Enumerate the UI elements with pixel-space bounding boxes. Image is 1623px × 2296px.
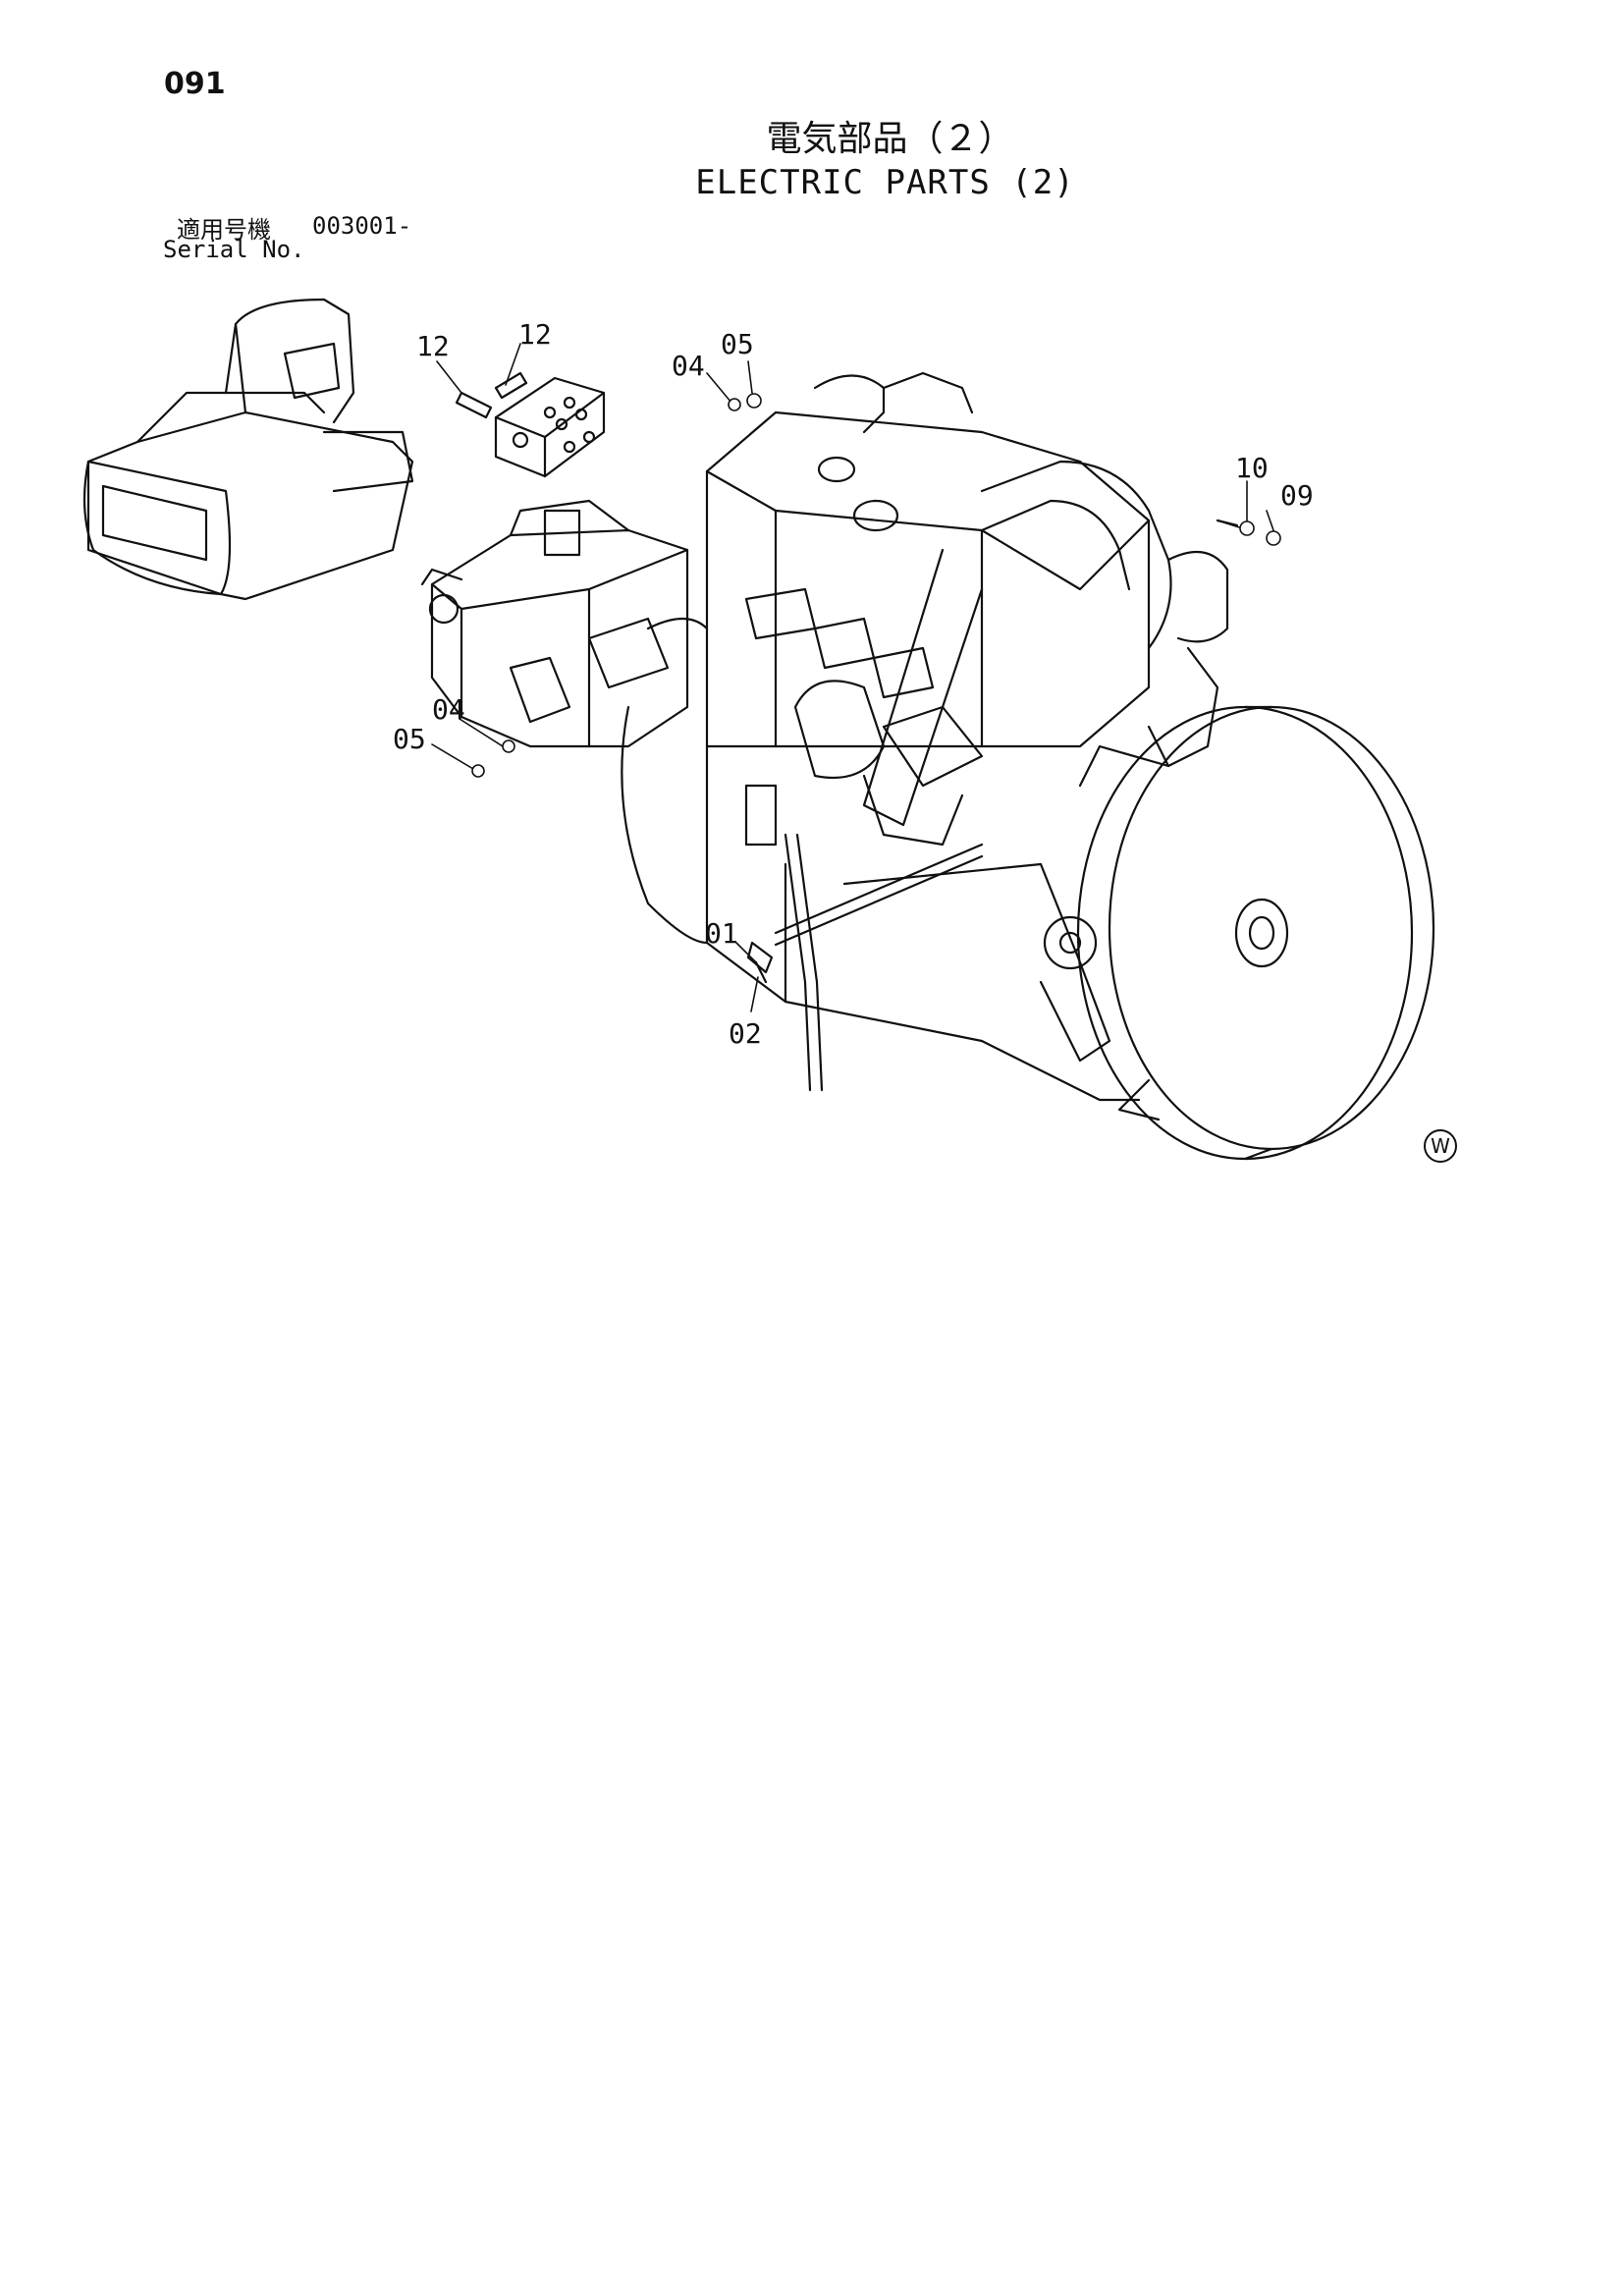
serial-label-english: Serial No. <box>163 236 305 263</box>
w-symbol-mark: W <box>1424 1129 1457 1163</box>
serial-label-japanese: 適用号機 <box>177 216 271 244</box>
callout-05-top: 05 <box>721 328 754 360</box>
flywheel-disk <box>1076 705 1435 1161</box>
callout-05-left: 05 <box>393 723 426 755</box>
callout-12-right: 12 <box>518 318 552 351</box>
valve-block <box>455 371 606 478</box>
excavator-locator-thumbnail <box>82 298 414 601</box>
engine-block <box>621 371 1229 1102</box>
callout-12-left: 12 <box>416 330 450 362</box>
callout-labels: 12 12 04 05 10 09 04 05 01 02 <box>393 318 1314 1050</box>
callout-09: 09 <box>1280 479 1314 512</box>
callout-02: 02 <box>729 1017 762 1050</box>
callout-01: 01 <box>705 917 738 950</box>
page-title-english: ELECTRIC PARTS (2) <box>695 163 1075 202</box>
callout-04-left: 04 <box>432 693 465 726</box>
hydraulic-pump <box>420 499 689 748</box>
serial-number-value: 003001- <box>312 212 412 240</box>
callout-04-top: 04 <box>672 350 705 382</box>
page-number: 091 <box>164 67 226 101</box>
sensor-harness <box>746 519 1239 1092</box>
callout-10: 10 <box>1235 452 1269 484</box>
page-title-japanese: 電気部品（２） <box>766 119 1014 159</box>
leader-lines <box>431 343 1281 1012</box>
